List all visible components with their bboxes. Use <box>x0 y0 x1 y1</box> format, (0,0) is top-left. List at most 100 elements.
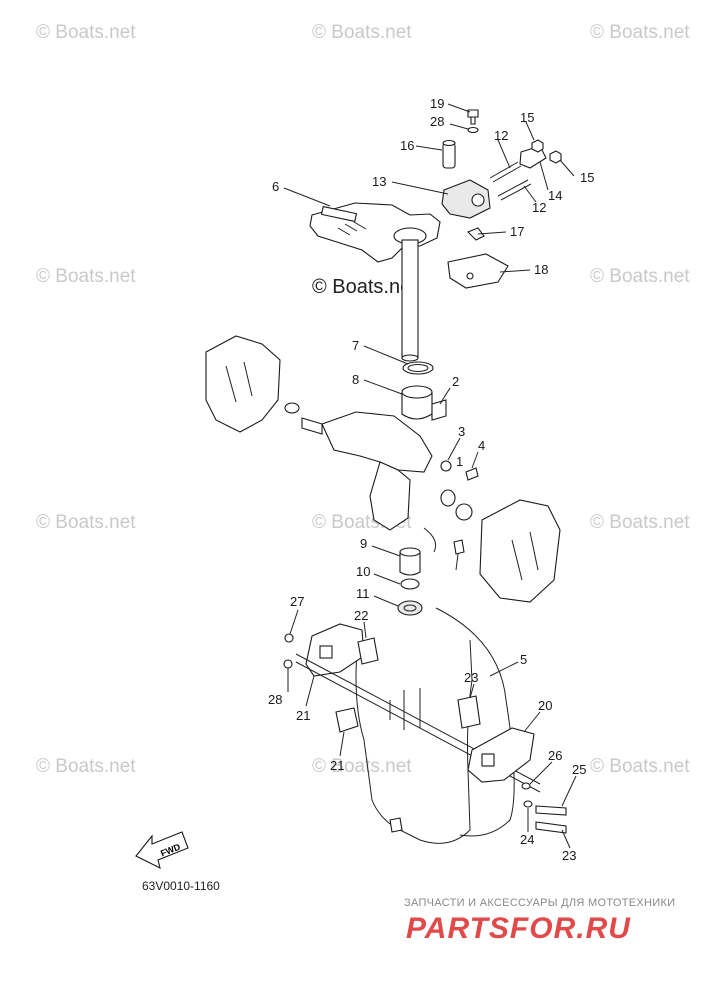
ring-part-7 <box>402 361 434 375</box>
callout-number: 9 <box>360 536 367 551</box>
clamp-pin <box>301 417 323 435</box>
rubber-part-23b <box>457 695 481 729</box>
watermark: © Boats.net <box>590 512 690 533</box>
callout-number: 20 <box>538 698 552 713</box>
washer-ring <box>455 503 473 521</box>
callout-number: 13 <box>372 174 386 189</box>
bolt-part-3 <box>440 460 452 472</box>
washer-part-25 <box>523 800 533 808</box>
seal-inner <box>403 604 417 612</box>
bracket-ribs <box>337 221 367 236</box>
washer-part-27 <box>521 782 531 790</box>
stud-part-12a-b <box>492 165 522 183</box>
screw-part-28a <box>284 633 294 643</box>
callout-number: 11 <box>356 586 370 601</box>
cowling-ribs <box>389 688 421 730</box>
screw-part-4 <box>465 467 479 481</box>
mount-part-21-left <box>305 623 365 677</box>
clamp-bracket-left <box>205 335 281 433</box>
callout-number: 7 <box>352 338 359 353</box>
watermark: © Boats.net <box>590 756 690 777</box>
bolt-part-26 <box>535 805 567 816</box>
callout-number: 21 <box>330 758 344 773</box>
callout-number: 23 <box>464 670 478 685</box>
callout-number: 21 <box>296 708 310 723</box>
bracket-slot <box>320 205 358 223</box>
callout-number: 19 <box>430 96 444 111</box>
clamp-washer <box>284 402 300 414</box>
washer-part-20 <box>467 126 479 134</box>
brand-tagline: ЗАПЧАСТИ И АКСЕССУАРЫ ДЛЯ МОТОТЕХНИКИ <box>404 897 675 909</box>
watermark-layer: © Boats.net © Boats.net © Boats.net © Bo… <box>36 22 690 777</box>
bolt-part-24 <box>535 821 567 834</box>
bolt-part-1 <box>453 539 465 555</box>
bushing-part-9 <box>399 552 421 576</box>
callout-number: 27 <box>290 594 304 609</box>
callout-number: 28 <box>430 114 444 129</box>
watermark: © Boats.net <box>312 756 412 777</box>
callout-number: 8 <box>352 372 359 387</box>
callout-number: 26 <box>548 748 562 763</box>
callout-number: 14 <box>548 188 562 203</box>
callout-number: 18 <box>534 262 548 277</box>
nut-part-15b <box>549 150 562 164</box>
brand-logo: PARTSFOR.RU <box>406 912 631 945</box>
oring-part-10 <box>400 578 420 590</box>
grommet <box>440 489 456 507</box>
callout-number: 10 <box>356 564 370 579</box>
watermark: © Boats.net <box>36 756 136 777</box>
callout-number: 12 <box>494 128 508 143</box>
watermark: © Boats.net <box>36 22 136 43</box>
callout-number: 1 <box>456 454 463 469</box>
mount-right-hole <box>481 753 495 767</box>
block-part-22 <box>335 707 359 733</box>
plate-part-2 <box>431 399 447 421</box>
steering-bracket-assembly <box>309 109 562 362</box>
watermark: © Boats.net <box>36 266 136 287</box>
brand-block: ЗАПЧАСТИ И АКСЕССУАРЫ ДЛЯ МОТОТЕХНИКИ PA… <box>404 897 675 945</box>
watermark: © Boats.net <box>590 22 690 43</box>
lower-mount-assembly <box>283 607 567 844</box>
swivel-arm <box>369 461 411 531</box>
callout-number: 22 <box>354 608 368 623</box>
friction-bolt <box>471 193 485 207</box>
swivel-bracket-assembly <box>205 335 561 616</box>
callout-number: 4 <box>478 438 485 453</box>
clamp-slots-right <box>511 531 539 581</box>
pin-part-16 <box>442 142 456 169</box>
watermark: © Boats.net <box>590 266 690 287</box>
pin-top <box>442 139 456 147</box>
lower-cowling-outline <box>355 639 473 844</box>
mount-part-21-right <box>467 727 535 783</box>
watermark: © Boats.net <box>36 512 136 533</box>
steering-shaft <box>401 239 419 359</box>
clip-part-17 <box>467 227 485 241</box>
fwd-arrow: FWD <box>135 831 189 870</box>
callout-number: 15 <box>580 170 594 185</box>
plate-part-18 <box>447 253 509 289</box>
fwd-arrow-icon <box>135 831 189 870</box>
callout-number: 2 <box>452 374 459 389</box>
screw-part-19 <box>467 109 479 125</box>
seal-part-11 <box>397 600 423 616</box>
lead-wire <box>423 527 437 553</box>
callout-number: 6 <box>272 179 279 194</box>
bushing-9-top <box>399 547 421 557</box>
callout-number: 28 <box>268 692 282 707</box>
stud-part-12b <box>497 179 529 197</box>
callout-number: 23 <box>562 848 576 863</box>
callout-number: 17 <box>510 224 524 239</box>
callout-number: 24 <box>520 832 534 847</box>
swivel-bracket-body <box>321 411 433 473</box>
callout-number: 5 <box>520 652 527 667</box>
rubber-part-23a <box>357 637 379 665</box>
watermark: © Boats.net <box>312 22 412 43</box>
plate-hole <box>466 272 474 280</box>
callout-number: 25 <box>572 762 586 777</box>
callout-number: 3 <box>458 424 465 439</box>
stud-part-12b-b <box>500 183 532 201</box>
clamp-slots <box>225 361 253 403</box>
nut-part-15a <box>531 139 544 153</box>
